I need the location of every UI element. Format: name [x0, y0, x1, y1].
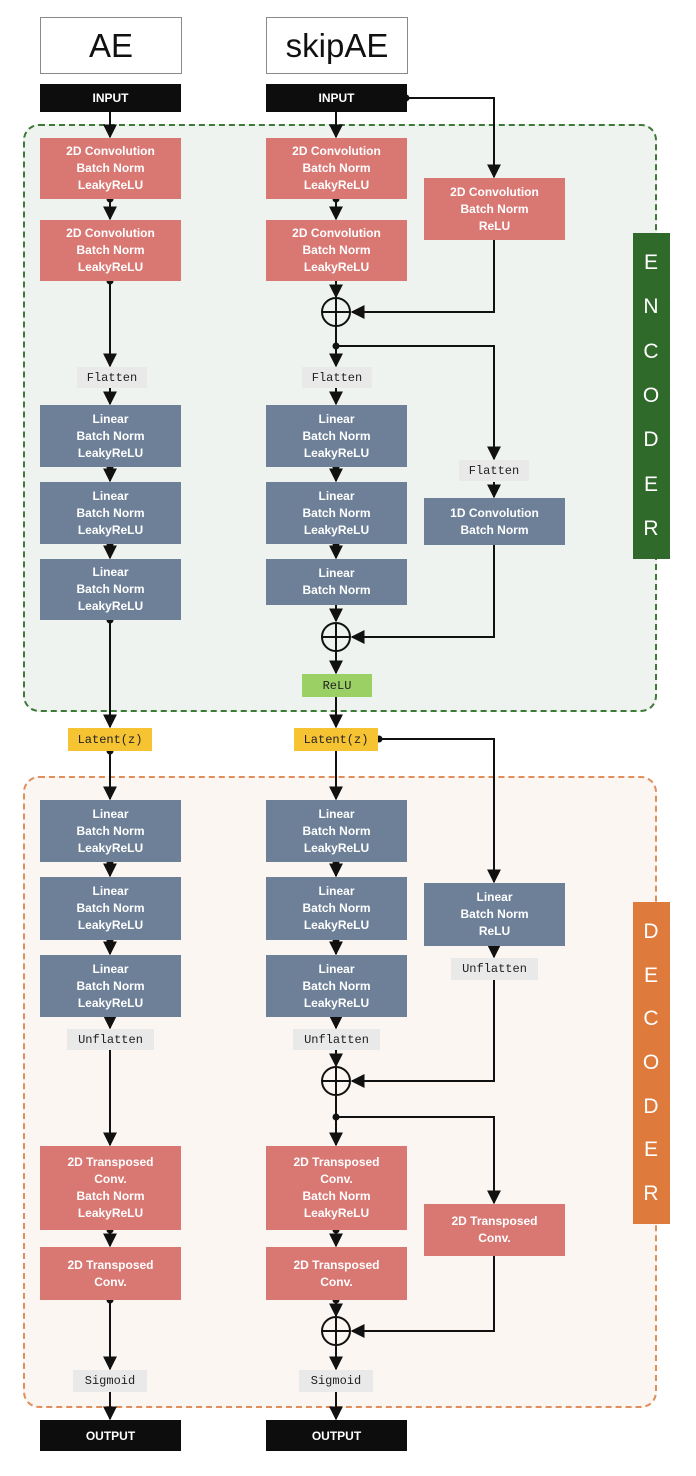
ae-latent-tag: Latent(z): [68, 728, 152, 751]
sum-node-decoder-1: [321, 1066, 351, 1096]
skip-relu-tag: ReLU: [302, 674, 372, 697]
skip-branch-unflatten-tag: Unflatten: [451, 958, 538, 980]
ae-sigmoid-tag: Sigmoid: [73, 1370, 147, 1392]
skip-latent-tag: Latent(z): [294, 728, 378, 751]
sum-node-decoder-2: [321, 1316, 351, 1346]
skip-branch-flatten-tag: Flatten: [459, 460, 529, 481]
output-ae: OUTPUT: [40, 1420, 181, 1451]
skip-flatten-tag: Flatten: [302, 367, 372, 388]
sum-node-encoder-1: [321, 297, 351, 327]
skip-sigmoid-tag: Sigmoid: [299, 1370, 373, 1392]
ae-flatten-tag: Flatten: [77, 367, 147, 388]
sum-node-encoder-2: [321, 622, 351, 652]
output-skipae: OUTPUT: [266, 1420, 407, 1451]
title-ae: AE: [40, 17, 182, 74]
skip-unflatten-tag: Unflatten: [293, 1029, 380, 1050]
input-ae: INPUT: [40, 84, 181, 112]
input-skipae: INPUT: [266, 84, 407, 112]
ae-unflatten-tag: Unflatten: [67, 1029, 154, 1050]
title-skipae: skipAE: [266, 17, 408, 74]
